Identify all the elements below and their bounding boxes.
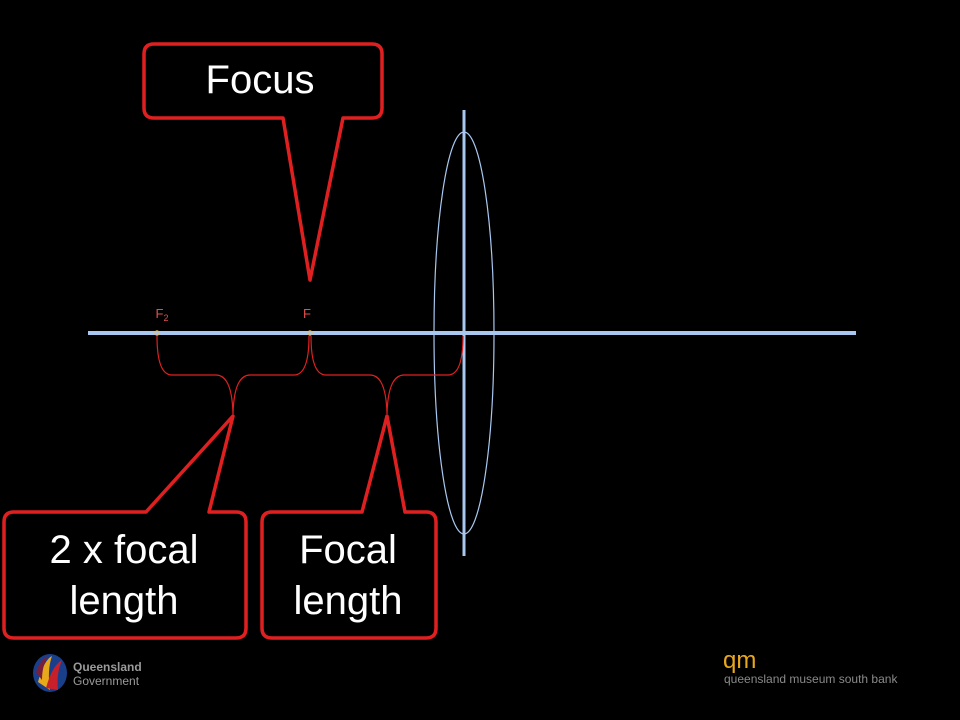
two-focal-length-line2: length <box>70 579 179 623</box>
convex-lens <box>433 131 495 535</box>
queensland-government-logo: Queensland Government <box>33 654 142 692</box>
f2-label: F2 <box>156 306 169 323</box>
qm-text: queensland museum south bank <box>724 672 898 686</box>
two-focal-length-callout <box>2 414 248 640</box>
f2-point <box>154 330 160 336</box>
qm-logo: qm queensland museum south bank <box>723 647 898 686</box>
qm-mark: qm <box>723 647 756 674</box>
focal-length-callout <box>260 414 438 640</box>
focal-length-line1: Focal <box>299 528 397 572</box>
focal-length-line2: length <box>294 579 403 623</box>
f-label: F <box>303 306 311 321</box>
qld-line2: Government <box>73 674 140 688</box>
qld-line1: Queensland <box>73 660 142 674</box>
focus-callout-text: Focus <box>206 58 315 102</box>
focus-callout <box>142 42 384 282</box>
f-point <box>307 330 313 336</box>
two-focal-brace <box>156 335 310 415</box>
focal-brace <box>310 335 464 415</box>
two-focal-length-line1: 2 x focal <box>50 528 199 572</box>
